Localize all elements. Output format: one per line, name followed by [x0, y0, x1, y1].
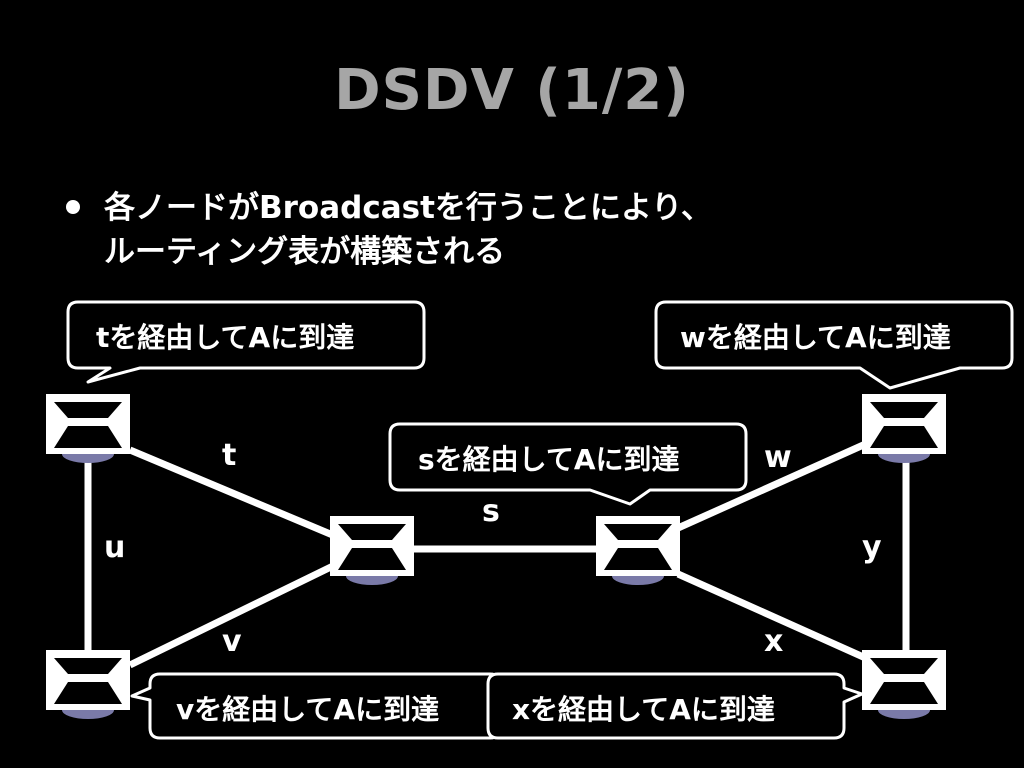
bullet-line-1: 各ノードがBroadcastを行うことにより、 [104, 190, 713, 226]
link-w [676, 438, 872, 532]
link-label-t: t [222, 438, 237, 473]
callout-t-text: tを経由してAに到達 [96, 321, 355, 354]
slide-title: DSDV (1/2) [334, 58, 690, 123]
link-v [128, 561, 337, 669]
callout-t-bubble [66, 300, 426, 384]
node-top-left-icon [46, 394, 130, 463]
bullet-line-2: ルーティング表が構築される [104, 234, 506, 270]
link-label-s: s [482, 494, 500, 529]
link-label-x: x [764, 624, 784, 659]
node-center-right-icon [596, 516, 680, 585]
node-bottom-right-icon [862, 650, 946, 719]
link-label-v: v [222, 624, 242, 659]
link-t [128, 446, 337, 540]
callout-s-text: sを経由してAに到達 [418, 443, 680, 476]
bullet-text: 各ノードがBroadcastを行うことにより、 ルーティング表が構築される [60, 186, 712, 274]
node-center-left-icon [330, 516, 414, 585]
callout-s-bubble [388, 422, 748, 506]
link-label-y: y [862, 530, 882, 565]
callout-v-text: vを経由してAに到達 [176, 693, 440, 726]
link-label-w: w [764, 440, 792, 475]
link-x [676, 570, 872, 664]
bullet-dot-icon [66, 200, 80, 214]
link-label-u: u [104, 530, 126, 565]
callout-w-text: wを経由してAに到達 [680, 321, 951, 354]
callout-x-text: xを経由してAに到達 [512, 693, 775, 726]
callout-w-bubble [654, 300, 1014, 390]
node-top-right-icon [862, 394, 946, 463]
callout-x-bubble [486, 672, 864, 740]
node-bottom-left-icon [46, 650, 130, 719]
